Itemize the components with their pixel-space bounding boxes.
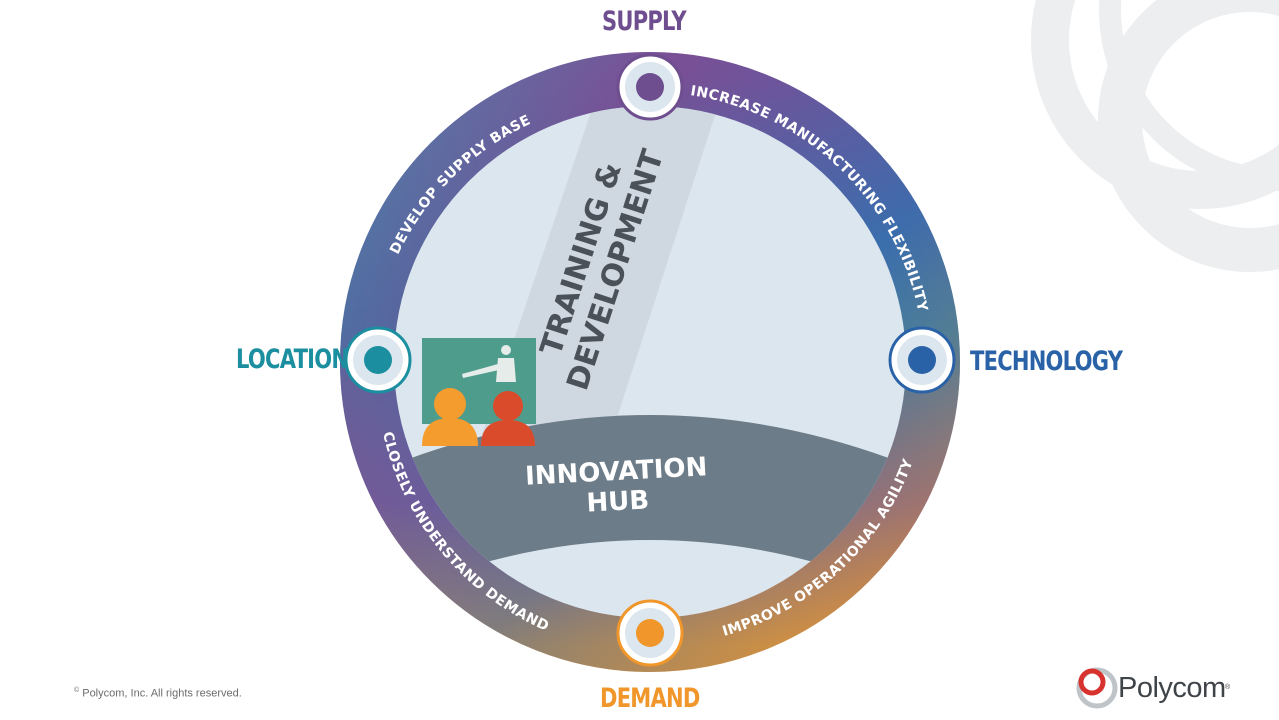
copyright-notice: © Polycom, Inc. All rights reserved. [74,687,242,700]
innovation-hub-band [394,415,906,600]
node-technology [888,326,956,394]
node-location [344,326,412,394]
copyright-text: Polycom, Inc. All rights reserved. [79,687,242,700]
label-technology: TECHNOLOGY [970,346,1123,377]
label-demand: DEMAND [600,683,700,714]
brand-name: Polycom [1118,672,1226,704]
decorative-circles [1031,0,1279,272]
node-demand [616,599,684,667]
label-supply: SUPPLY [602,6,687,37]
brand-registered-mark: ® [1225,684,1231,691]
node-supply [616,53,684,121]
audience-people-icon [422,388,535,446]
label-location: LOCATION [236,344,349,375]
hub-line-2: HUB [586,485,650,518]
polycom-logo-icon [1076,667,1118,709]
copyright-symbol: © [74,687,80,694]
